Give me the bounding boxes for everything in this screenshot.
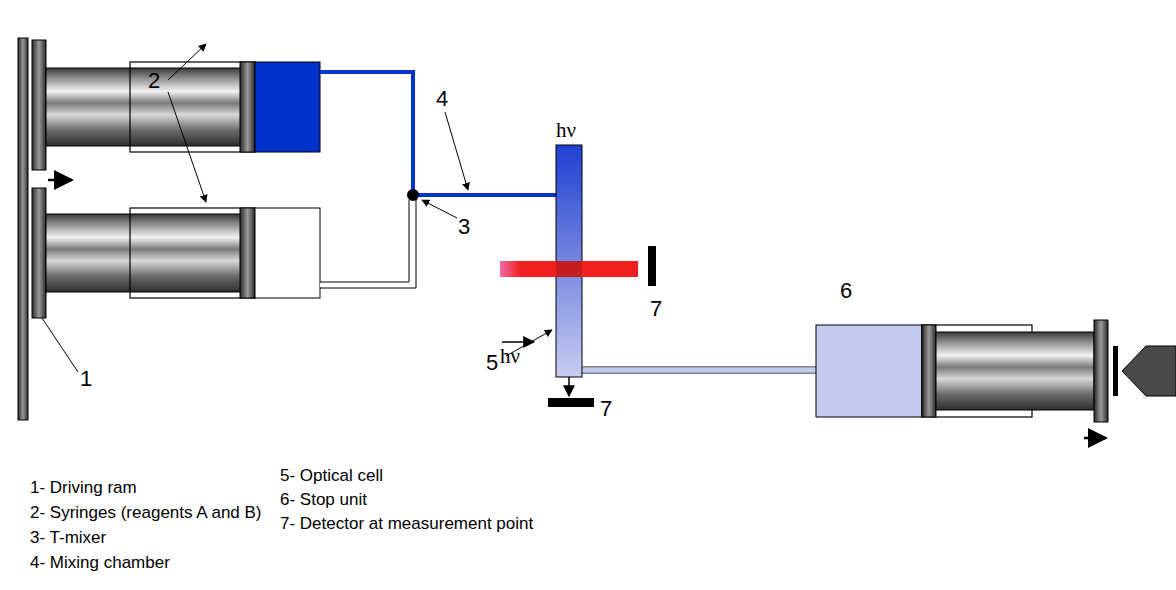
legend-key: 5- Optical cell [280, 466, 383, 486]
legend-key: 3- T-mixer [30, 528, 106, 548]
legend-key: 1- Driving ram [30, 478, 137, 498]
legend-key: 2- Syringes (reagents A and B) [30, 503, 262, 523]
legend-key: 6- Stop unit [280, 490, 367, 510]
callout-number: 4 [436, 86, 448, 111]
callout-number: 3 [458, 214, 470, 239]
legend-key: 7- Detector at measurement point [280, 514, 533, 534]
callout-number: 7 [600, 396, 612, 421]
photon-symbol: hν [556, 118, 576, 142]
callout-number: 7 [650, 296, 662, 321]
legend-key: 4- Mixing chamber [30, 553, 170, 573]
callout-number: 6 [840, 278, 852, 303]
callout-number: 5 [486, 350, 498, 375]
callout-number: 2 [148, 68, 160, 93]
callout-number: 1 [80, 366, 92, 391]
photon-symbol: hν [500, 344, 520, 368]
